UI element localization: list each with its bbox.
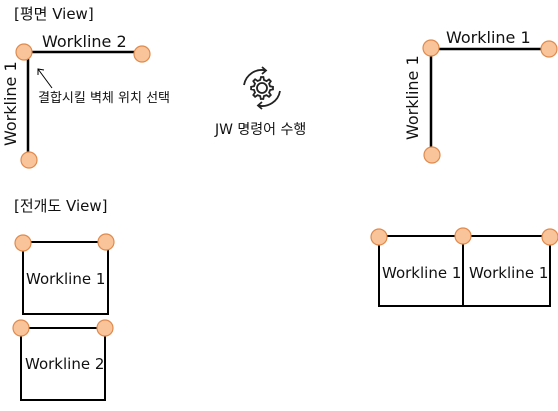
plan-right-vertical-label: Workline 1 bbox=[403, 55, 422, 140]
node bbox=[14, 234, 32, 252]
plan-left-horizontal-label: Workline 2 bbox=[42, 32, 127, 51]
annotation-arrowhead bbox=[37, 68, 45, 75]
plan-view-title: [평면 View] bbox=[14, 5, 94, 23]
elevation-view-title: [전개도 View] bbox=[14, 197, 108, 215]
elev-left-box-1-label: Workline 1 bbox=[26, 270, 106, 288]
node bbox=[423, 146, 441, 164]
elev-left-box-1 bbox=[22, 241, 109, 315]
node bbox=[541, 228, 558, 246]
annotation-text: 결합시킬 벽체 위치 선택 bbox=[38, 91, 170, 106]
node bbox=[540, 40, 558, 58]
elev-right-box-2-label: Workline 1 bbox=[469, 264, 549, 282]
node bbox=[96, 319, 114, 337]
command-label: JW 명령어 수행 bbox=[215, 122, 307, 138]
node bbox=[133, 45, 151, 63]
node bbox=[15, 43, 33, 61]
node bbox=[422, 39, 440, 57]
node bbox=[454, 227, 472, 245]
elev-right-box-1-label: Workline 1 bbox=[382, 264, 462, 282]
node bbox=[370, 228, 388, 246]
node bbox=[20, 151, 38, 169]
plan-left-vertical-label: Workline 1 bbox=[1, 61, 20, 146]
elev-left-box-2-label: Workline 2 bbox=[25, 355, 105, 373]
elev-left-box-2 bbox=[20, 327, 106, 401]
gear-sync-icon bbox=[243, 66, 281, 110]
annotation-arrow bbox=[37, 68, 53, 89]
node bbox=[12, 319, 30, 337]
plan-right-horizontal-label: Workline 1 bbox=[446, 28, 531, 47]
node bbox=[97, 233, 115, 251]
